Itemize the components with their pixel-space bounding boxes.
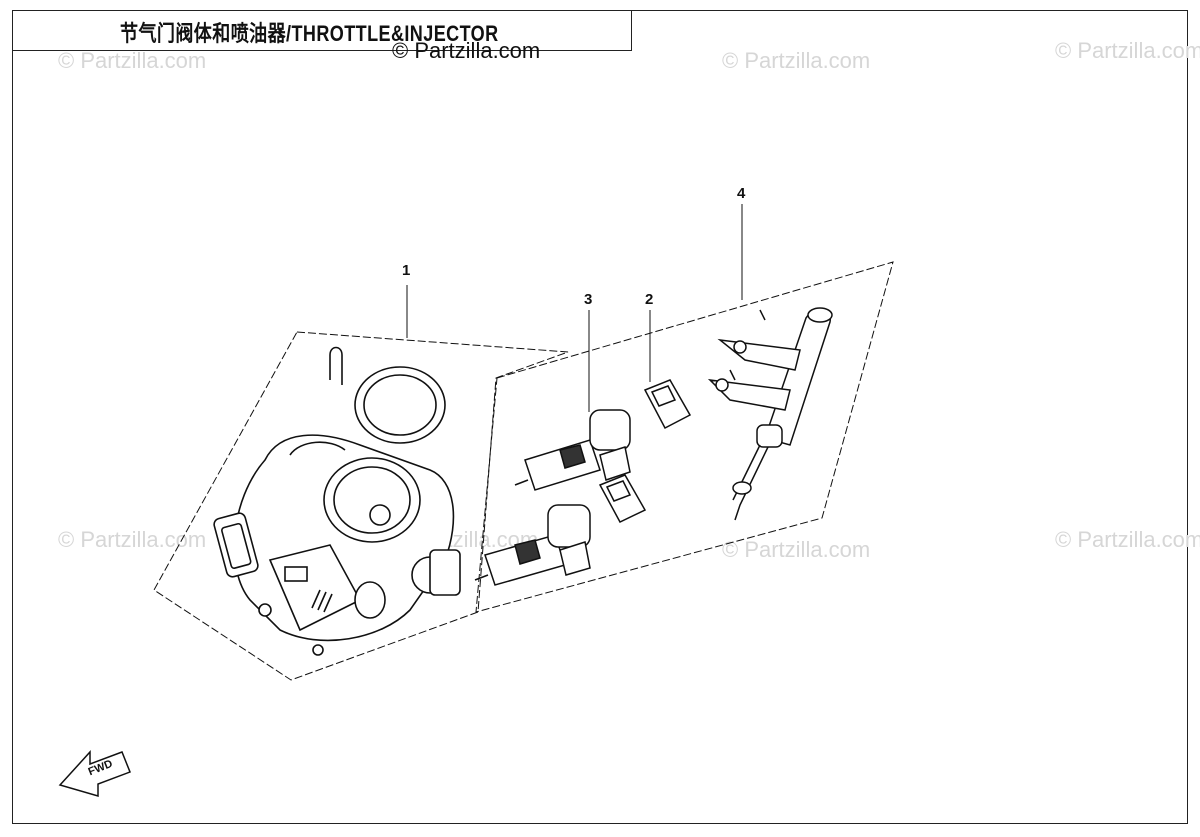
title-box xyxy=(12,10,632,51)
watermark: © Partzilla.com xyxy=(722,537,871,562)
drawing-frame xyxy=(12,10,1188,824)
fuel-rail xyxy=(707,307,833,521)
callout-3: 3 xyxy=(584,291,593,308)
watermark: © Partzilla.com xyxy=(1055,38,1200,63)
fwd-arrow-icon xyxy=(58,750,131,797)
fuel-injector xyxy=(514,409,631,491)
watermark: © Partzilla.com xyxy=(722,48,871,73)
callout-1: 1 xyxy=(402,262,411,279)
watermark: © Partzilla.com xyxy=(1055,527,1200,552)
callout-4: 4 xyxy=(737,185,746,202)
callout-2: 2 xyxy=(645,291,654,308)
copyright-text: © Partzilla.com xyxy=(392,38,541,63)
injector-group-outline xyxy=(475,261,894,613)
throttle-body-group-outline xyxy=(153,331,569,681)
watermark: © Partzilla.com xyxy=(58,48,207,73)
fuel-injector xyxy=(474,504,591,586)
page-title: 节气门阀体和喷油器/THROTTLE&INJECTOR xyxy=(120,21,499,46)
injector-connector xyxy=(598,379,692,523)
throttle-body xyxy=(213,346,461,656)
